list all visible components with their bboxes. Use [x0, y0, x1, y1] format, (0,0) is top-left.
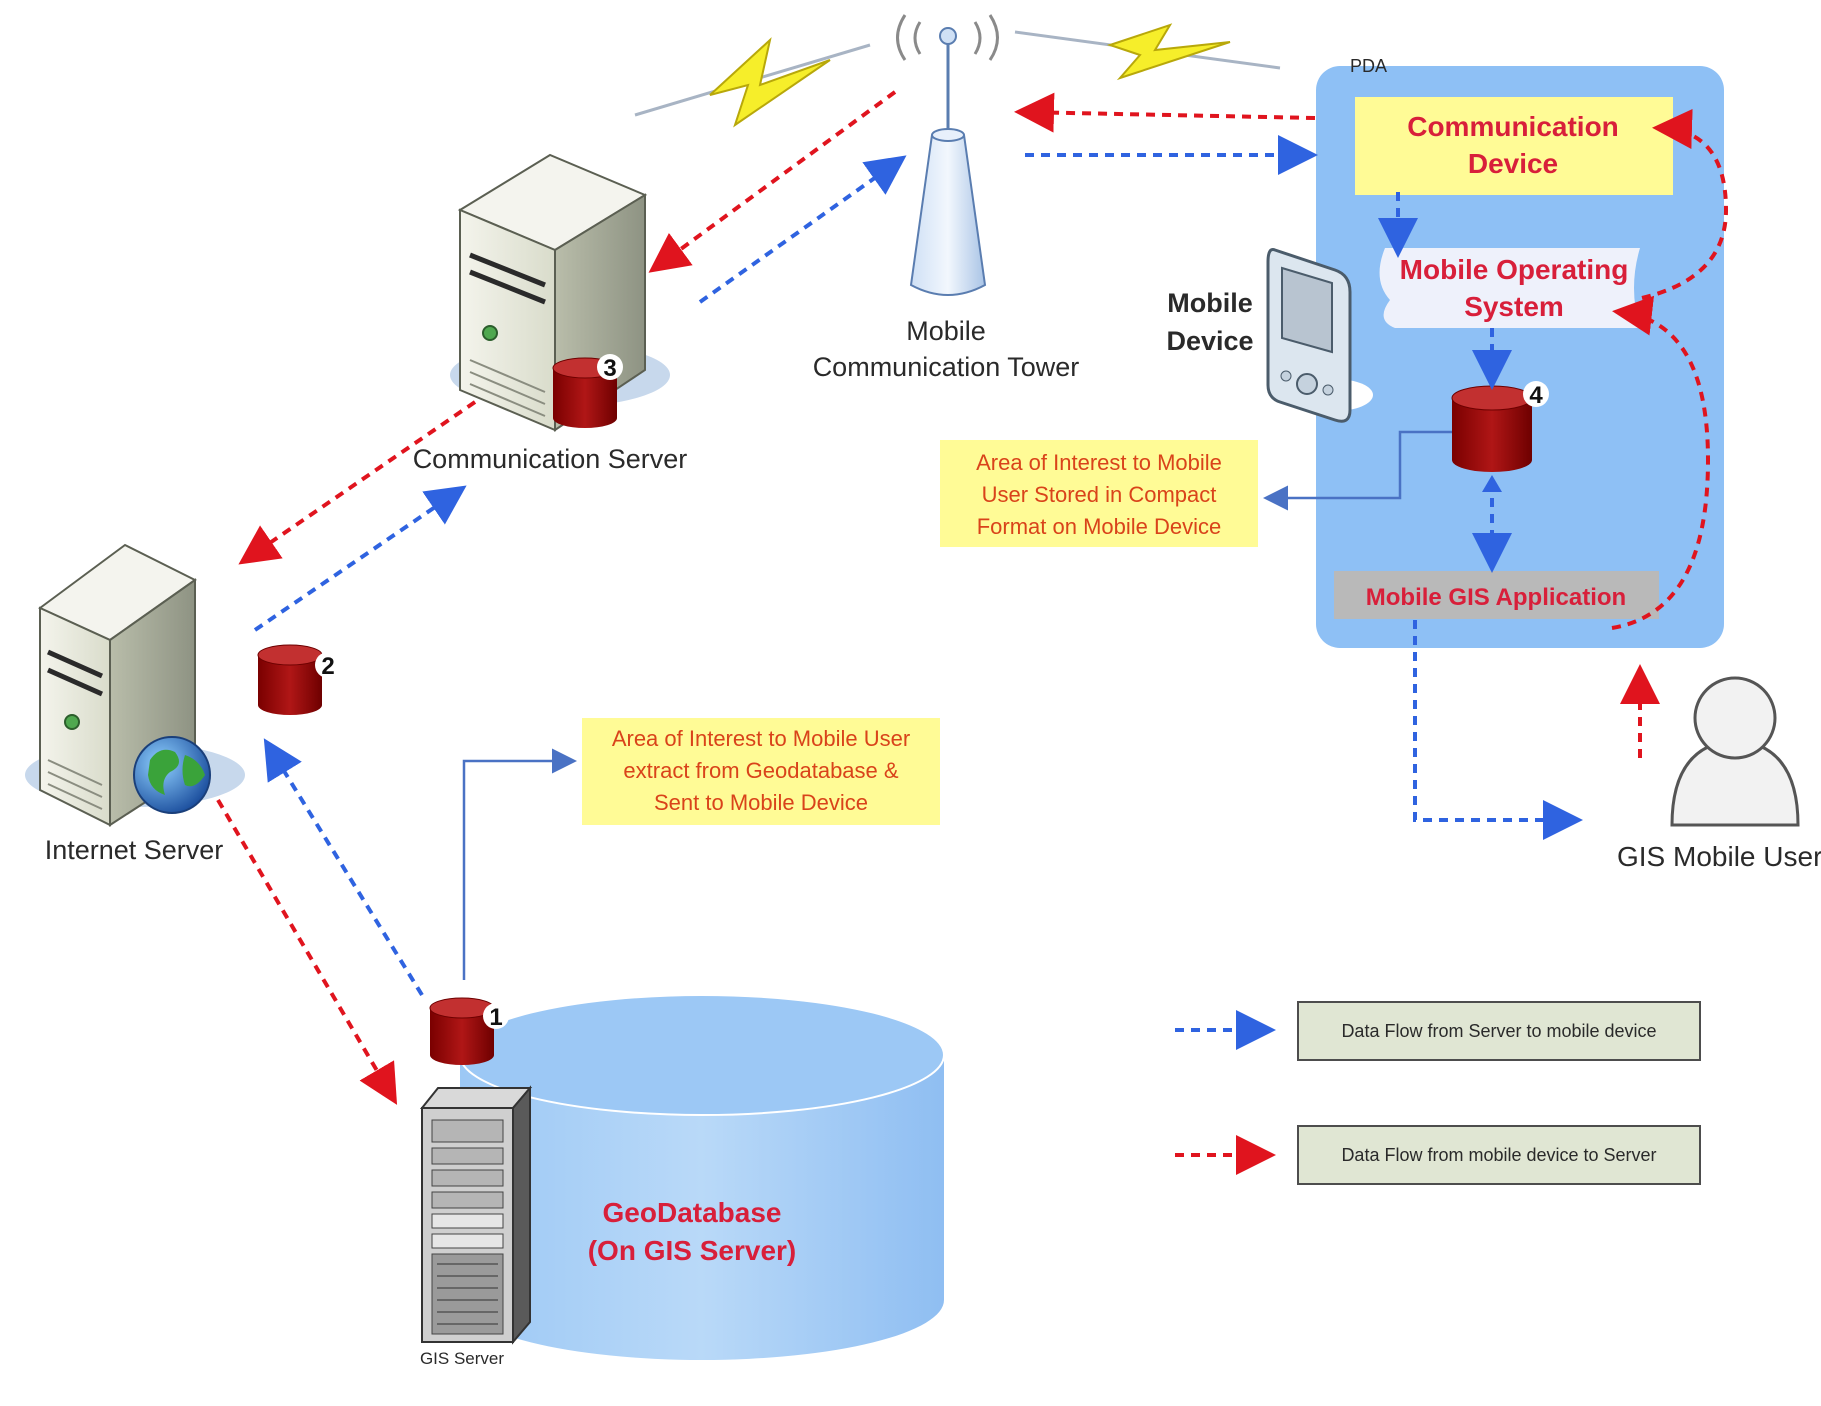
pda-device-icon — [1266, 248, 1373, 423]
red-flow-arrows — [216, 90, 1729, 1105]
mobile-os-box — [1379, 248, 1640, 328]
note-stored-line3: Format on Mobile Device — [977, 514, 1222, 539]
communication-server-label: Communication Server — [413, 444, 688, 474]
flow-red-internet-to-gis — [216, 798, 398, 1105]
flow-blue-gis-to-internet — [263, 738, 424, 997]
flow-blue-comm-to-tower — [698, 155, 907, 304]
flow-red-os-to-comm-device — [1641, 108, 1729, 300]
note-stored-line2: User Stored in Compact — [982, 482, 1217, 507]
flow-blue-app-to-user — [1413, 620, 1583, 840]
pda-panel — [1316, 66, 1724, 648]
mobile-device-label-line1: Mobile — [1167, 288, 1253, 318]
arrowhead-db-up — [1482, 475, 1502, 492]
communication-device-box — [1355, 97, 1673, 195]
communication-device-line2: Device — [1468, 148, 1558, 179]
flow-blue-internet-to-comm — [253, 485, 467, 632]
user-icon — [1670, 676, 1800, 827]
note-extract-connector — [462, 748, 577, 980]
database-icon-2 — [257, 644, 323, 715]
db-number-1: 1 — [489, 1004, 502, 1031]
db-badge-2 — [315, 652, 341, 678]
db-badge-4 — [1523, 381, 1549, 407]
note-extract-line1: Area of Interest to Mobile User — [612, 726, 910, 751]
gis-server-label: GIS Server — [420, 1349, 504, 1368]
pda-title: PDA — [1350, 56, 1387, 76]
lightning-icon-left — [634, 37, 871, 128]
legend-red-box — [1297, 1125, 1701, 1185]
geodatabase-subtitle: (On GIS Server) — [588, 1235, 797, 1266]
gis-server-rack-icon — [419, 1085, 533, 1345]
note-extract-line2: extract from Geodatabase & — [623, 758, 898, 783]
db-number-2: 2 — [321, 653, 334, 680]
tower-label-line1: Mobile — [906, 316, 986, 346]
tower-label-line2: Communication Tower — [813, 352, 1080, 382]
legend-blue-label: Data Flow from Server to mobile device — [1341, 1021, 1656, 1041]
db-badge-1 — [483, 1003, 509, 1029]
note-stored-line1: Area of Interest to Mobile — [976, 450, 1222, 475]
mobile-gis-application-label: Mobile GIS Application — [1366, 584, 1626, 611]
user-label: GIS Mobile User — [1617, 841, 1821, 872]
geodatabase-title: GeoDatabase — [603, 1197, 782, 1228]
note-stored-connector — [1263, 430, 1452, 511]
db-badge-3 — [597, 354, 623, 380]
communication-device-line1: Communication — [1407, 111, 1619, 142]
note-stored-box — [940, 440, 1258, 547]
legend-red-label: Data Flow from mobile device to Server — [1341, 1145, 1656, 1165]
db-number-4: 4 — [1529, 382, 1543, 409]
legend-blue-box — [1297, 1001, 1701, 1061]
note-extract-box — [582, 718, 940, 825]
mobile-os-line1: Mobile Operating — [1400, 254, 1629, 285]
database-icon-4 — [1451, 385, 1533, 472]
db-number-3: 3 — [603, 355, 616, 382]
database-icon-1 — [429, 997, 495, 1065]
globe-icon — [133, 736, 211, 814]
mobile-device-label-line2: Device — [1166, 326, 1253, 356]
antenna-tower-icon — [896, 14, 999, 296]
flow-red-pda-to-tower — [1014, 92, 1316, 133]
flow-red-app-to-os — [1611, 295, 1711, 630]
blue-flow-arrows — [253, 135, 1583, 997]
note-extract-line3: Sent to Mobile Device — [654, 790, 868, 815]
geodatabase-cylinder — [459, 994, 945, 1360]
lightning-icon-right — [1014, 23, 1281, 81]
flow-red-comm-to-internet — [238, 400, 477, 565]
flow-red-tower-to-comm — [648, 90, 897, 273]
mobile-gis-application-box — [1334, 571, 1659, 619]
internet-server-label: Internet Server — [45, 835, 224, 865]
mobile-os-line2: System — [1464, 291, 1564, 322]
legend: Data Flow from Server to mobile device D… — [1175, 1001, 1701, 1185]
